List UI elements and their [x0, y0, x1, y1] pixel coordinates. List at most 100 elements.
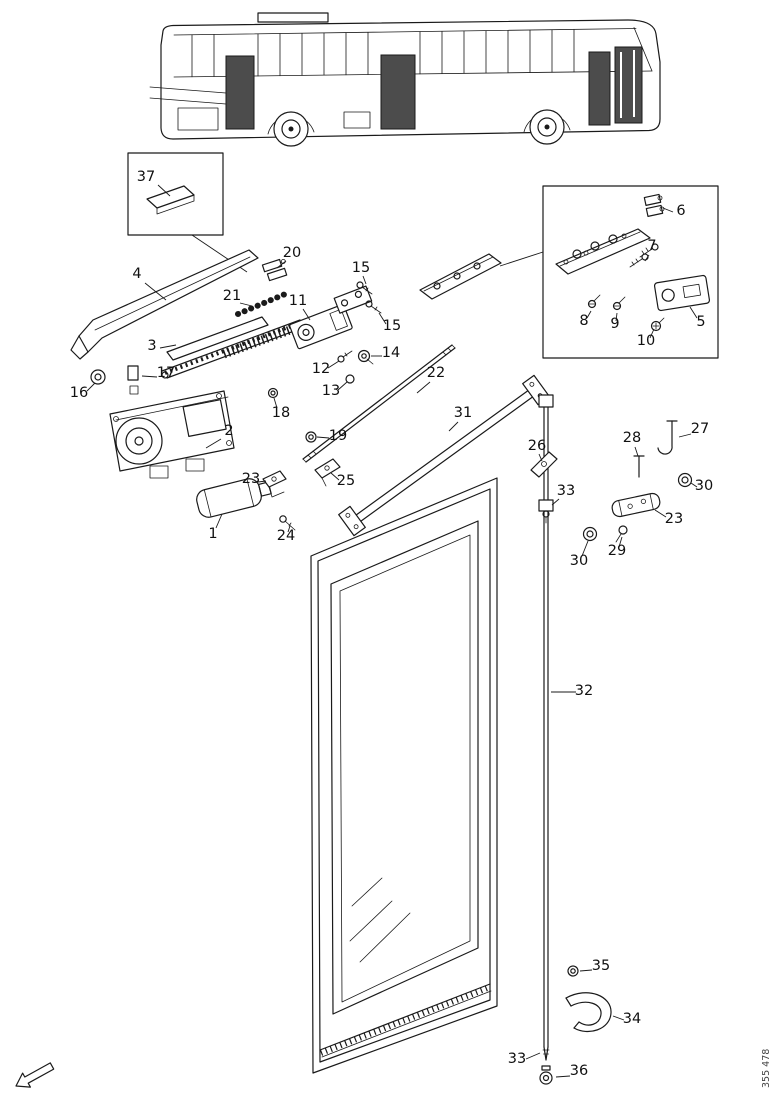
rod-end-part-14 — [357, 349, 374, 365]
gearbox-part-11 — [289, 304, 353, 350]
callout-leader — [586, 310, 592, 319]
callout-leader — [337, 381, 348, 391]
bus-illustration — [149, 12, 661, 147]
callout-leader — [316, 436, 330, 439]
grommet-part-30-lower — [582, 526, 598, 542]
callout-leader — [634, 446, 639, 457]
nut-part-13 — [345, 374, 355, 384]
door-shaft-part-32 — [530, 394, 612, 1085]
callout-leader — [205, 438, 222, 449]
j-pin-part-27 — [657, 420, 678, 455]
callout-leader — [649, 328, 655, 339]
pivot-parts-cluster — [582, 420, 693, 543]
callout-leader — [257, 480, 267, 483]
screw-part-9 — [612, 296, 626, 311]
grommet-part-16 — [90, 369, 106, 385]
callout-leader — [276, 260, 287, 269]
header-plate — [419, 253, 502, 300]
callout-leader — [330, 472, 340, 481]
callout-leader — [144, 282, 167, 301]
screws-part-7 — [629, 243, 659, 268]
callout-label: 25 — [337, 473, 355, 489]
clamp-part-20 — [261, 258, 288, 282]
callout-leader — [662, 207, 674, 213]
bracket-part-25 — [314, 458, 341, 487]
callout-label: 22 — [427, 365, 445, 381]
roof-hatch — [257, 12, 329, 23]
callout-leader — [86, 382, 96, 392]
callout-label: 34 — [623, 1011, 641, 1027]
callout-label: 23 — [665, 511, 683, 527]
callout-label: 30 — [695, 478, 713, 494]
callout-label: 35 — [592, 958, 610, 974]
bolt-part-29 — [615, 525, 628, 543]
callout-leader — [689, 306, 698, 319]
callout-label: 9 — [610, 316, 619, 332]
callout-leader — [159, 344, 177, 349]
clip-part-17 — [127, 365, 139, 395]
callout-leader — [362, 275, 367, 285]
motor-part-1 — [196, 478, 272, 518]
door-panel — [310, 477, 498, 1074]
callout-label: 3 — [147, 338, 156, 354]
callout-leader — [618, 536, 623, 548]
connecting-rod-part-22 — [302, 344, 456, 463]
callout-leader — [157, 184, 171, 197]
callout-label: 8 — [579, 313, 588, 329]
bus-door-1 — [225, 55, 255, 130]
callout-label: 21 — [223, 288, 241, 304]
figure-number: 355 478 — [761, 1049, 772, 1088]
bus-wheel-front — [523, 109, 571, 145]
callout-label: 33 — [508, 1051, 526, 1067]
clamp-part-33-upper — [538, 499, 554, 524]
screw-part-8 — [587, 294, 601, 309]
bus-door-2 — [380, 54, 416, 130]
guide-rail-part-4 — [70, 249, 259, 360]
callout-label: 14 — [382, 345, 400, 361]
callout-label: 37 — [137, 169, 155, 185]
callout-label: 10 — [637, 333, 655, 349]
callout-label: 30 — [570, 553, 588, 569]
callout-label: 16 — [70, 385, 88, 401]
rubber-strip-part-3 — [166, 316, 269, 361]
callout-leader — [287, 525, 291, 533]
callout-leader — [579, 969, 593, 972]
callout-leader — [555, 1075, 571, 1078]
bus-front-door — [614, 46, 643, 124]
callout-leader — [678, 433, 692, 438]
callout-leader — [690, 482, 698, 488]
callout-label: 29 — [608, 543, 626, 559]
callout-leader — [448, 421, 459, 432]
bolt-part-10 — [650, 317, 665, 332]
gear-drive-part-2 — [109, 390, 235, 479]
nut-part-19 — [305, 431, 317, 443]
carriage — [333, 285, 373, 314]
callout-leader — [416, 381, 431, 394]
callout-leader — [327, 360, 340, 369]
callout-label: 24 — [277, 528, 295, 544]
callout-label: 32 — [575, 683, 593, 699]
direction-arrow-icon — [15, 1062, 55, 1088]
callout-label: 6 — [676, 203, 685, 219]
drive-assembly — [70, 249, 550, 537]
inset-box-part-37 — [127, 152, 248, 273]
callout-label: 11 — [289, 293, 307, 309]
callout-leader — [644, 254, 650, 262]
latch-part-5 — [653, 274, 711, 312]
callout-leader — [581, 540, 589, 557]
callout-leader — [239, 302, 253, 307]
callout-label: 2 — [224, 423, 233, 439]
hook-part-34 — [565, 992, 612, 1033]
callout-leader — [302, 308, 311, 321]
callout-label: 18 — [272, 405, 290, 421]
screw-part-12 — [337, 350, 353, 363]
callout-label: 5 — [696, 314, 705, 330]
lock-mounting-plate — [555, 228, 651, 275]
grommet-part-30-upper — [677, 472, 693, 488]
callout-label: 15 — [352, 260, 370, 276]
lock-parts-box — [499, 185, 719, 359]
bus-window-dividers — [191, 29, 575, 78]
pin-part-28 — [633, 455, 645, 478]
glass-reflection — [349, 877, 411, 963]
